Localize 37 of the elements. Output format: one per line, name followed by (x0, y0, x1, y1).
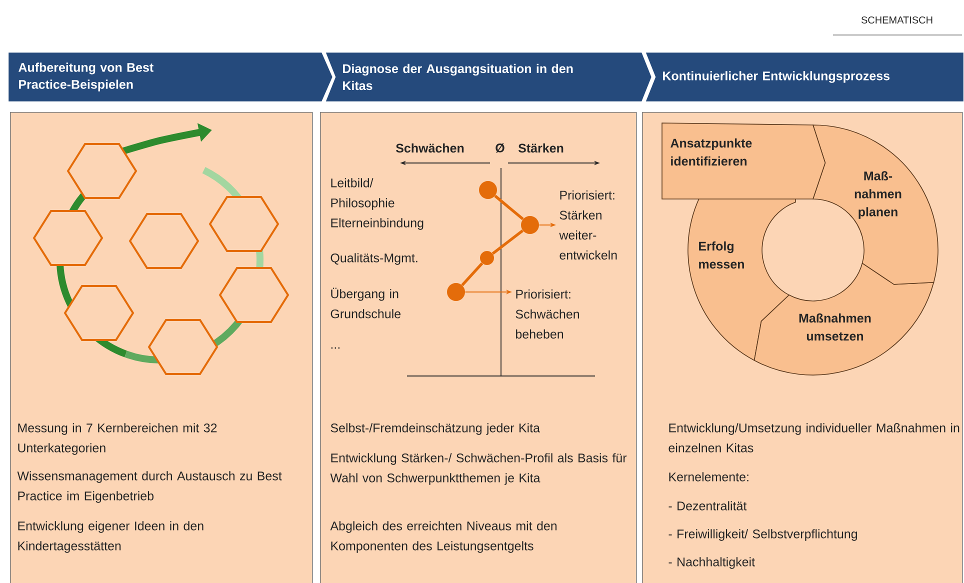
priority-note: Priorisiert: Schwächen beheben (516, 289, 579, 339)
data-point (479, 181, 497, 199)
chevron-box: Ansatzpunkte identifizieren (662, 122, 826, 200)
paragraph: Selbst-/Fremdeinschätzung jeder Kita (330, 423, 540, 435)
paragraph: - Freiwilligkeit/ Selbstverpflichtung (668, 529, 857, 541)
category-label: Leitbild/ Philosophie (331, 178, 394, 210)
cycle-segment: Maßnahmen umsetzen (754, 262, 934, 376)
step-header: Kontinuierlicher Entwicklungsprozess (644, 51, 964, 103)
category-label: ... (331, 347, 340, 349)
stamp-label: SCHEMATISCH (832, 16, 962, 36)
category-label: Elterneinbindung (331, 218, 424, 230)
category-label: Qualitäts-Mgmt. (330, 253, 418, 265)
priority-note: Priorisiert: Stärken weiter- entwickeln (559, 190, 617, 260)
paragraph: Entwicklung eigener Ideen in den Kindertagesstätten (18, 521, 204, 553)
paragraph: Kernelemente: (669, 472, 748, 482)
paragraph: Messung in 7 Kernbereichen mit 32 Unterkategorien (18, 423, 217, 455)
paragraph: - Nachhaltigkeit (668, 557, 755, 569)
step-header: Diagnose der Ausgangsituation in den Kitas (324, 51, 653, 103)
paragraph: - Dezentralität (668, 501, 747, 510)
connector-line (492, 229, 524, 255)
cycle-segment: Maß- nahmen planen (812, 124, 938, 285)
node-label: Kontinuierlicher Entwicklungsprozess (663, 71, 890, 83)
category-label: Übergang in Grundschule (330, 288, 401, 318)
paragraph: Entwicklung/Umsetzung individueller Maßnahmen in einzelnen Kitas (668, 423, 960, 452)
paragraph: Wissensmanagement durch Austausch zu Best Practice im Eigenbetrieb (17, 471, 282, 503)
axis-label: Stärken (518, 143, 564, 153)
connector-line (461, 262, 484, 286)
connector-line (494, 194, 524, 220)
paragraph: Entwicklung Stärken-/ Schwächen-Profil als Basis für Wahl von Schwerpunktthemen je Kita (330, 453, 627, 485)
axis-label: Ø (496, 143, 504, 153)
step-header: Aufbereitung von Best Practice-Beispielen (7, 51, 334, 103)
paragraph: Abgleich des erreichten Niveaus mit den Komponenten des Leistungsentgelts (330, 521, 557, 553)
panel (320, 112, 637, 583)
data-point (521, 216, 539, 234)
axis-label: Schwächen (396, 143, 464, 153)
data-point (480, 251, 494, 265)
data-point (447, 283, 465, 301)
